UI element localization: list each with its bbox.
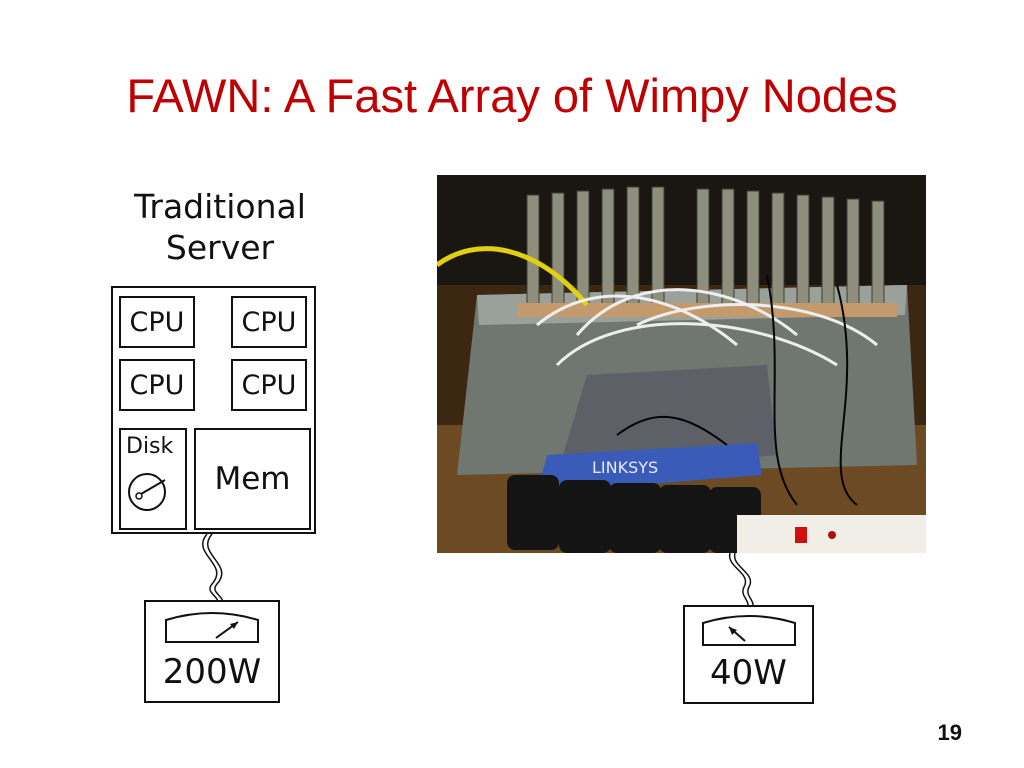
disk-label: Disk — [126, 434, 174, 459]
power-meter-icon — [165, 612, 259, 643]
server-power-label: 200W — [162, 652, 262, 692]
fawn-power-meter: 40W — [683, 605, 814, 704]
fawn-cluster-illustration: LINKSYS — [437, 175, 926, 553]
traditional-server-box: CPU CPU CPU CPU Disk Mem — [111, 286, 316, 534]
server-caption-line1: Traditional — [134, 187, 306, 226]
server-power-cable — [201, 533, 224, 603]
cpu-box-1: CPU — [119, 296, 195, 348]
disk-box: Disk — [119, 428, 187, 530]
fawn-power-cable — [729, 552, 754, 606]
cpu-box-4: CPU — [231, 359, 307, 411]
mem-box: Mem — [194, 428, 311, 530]
slide-title: FAWN: A Fast Array of Wimpy Nodes — [126, 69, 898, 122]
server-power-meter: 200W — [144, 600, 280, 703]
server-caption-line2: Server — [165, 228, 275, 267]
fawn-cluster-photo: LINKSYS — [437, 175, 926, 553]
page-number: 19 — [937, 720, 962, 745]
cpu-box-3: CPU — [119, 359, 195, 411]
server-caption: Traditional Server — [110, 186, 330, 268]
cpu-box-2: CPU — [231, 296, 307, 348]
power-meter-icon — [702, 615, 796, 646]
photo-brand-text: LINKSYS — [592, 458, 658, 477]
fawn-power-label: 40W — [710, 653, 787, 693]
disk-gauge-icon — [128, 473, 166, 511]
